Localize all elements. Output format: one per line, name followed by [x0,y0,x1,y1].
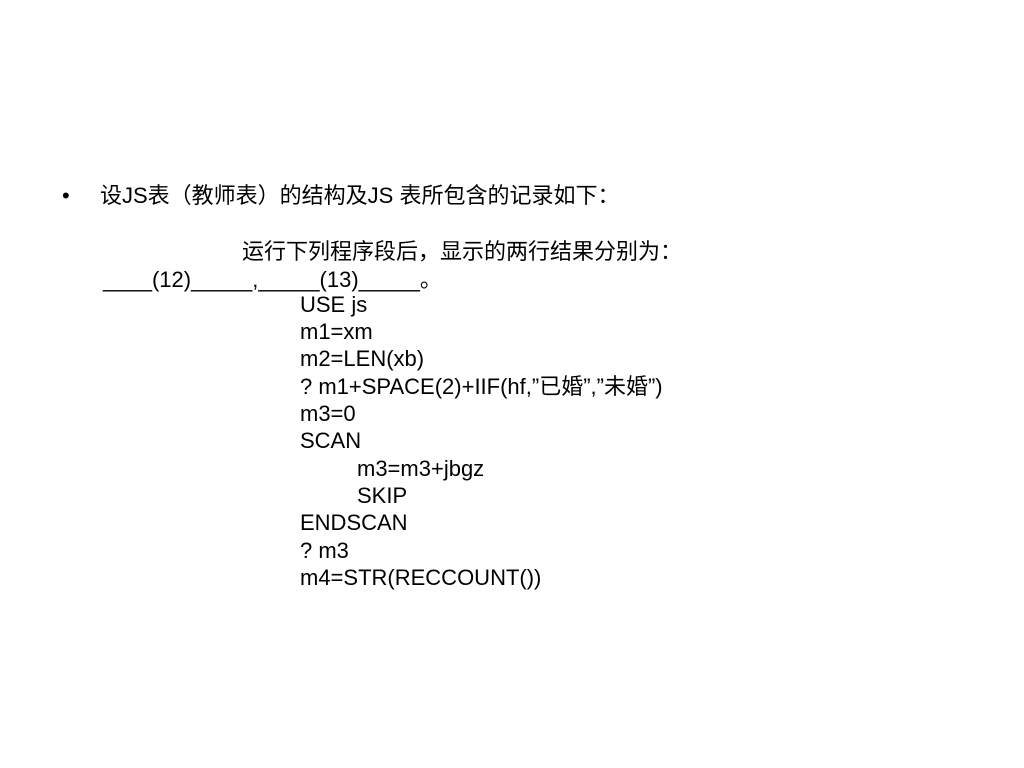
answer-blanks: ____(12)_____,_____(13)_____。 [103,267,442,292]
code-line: m4=STR(RECCOUNT()) [300,565,542,590]
code-line: ENDSCAN [300,510,408,535]
question-intro: 运行下列程序段后，显示的两行结果分别为： [242,239,683,264]
code-line: m3=0 [300,401,356,426]
code-line-indented: SKIP [357,483,408,508]
code-line: ? m3 [300,538,349,563]
code-line-indented: m3=m3+jbgz [357,456,485,481]
bullet-item: • 设JS表（教师表）的结构及JS 表所包含的记录如下： [62,180,619,212]
code-line: SCAN [300,428,362,453]
bullet-text: 设JS表（教师表）的结构及JS 表所包含的记录如下： [100,183,620,208]
code-line: m2=LEN(xb) [300,346,425,371]
code-line: m1=xm [300,319,373,344]
bullet-marker: • [62,183,70,208]
code-line: ? m1+SPACE(2)+IIF(hf,”已婚”,”未婚”) [300,374,663,399]
code-line: USE js [300,292,368,317]
